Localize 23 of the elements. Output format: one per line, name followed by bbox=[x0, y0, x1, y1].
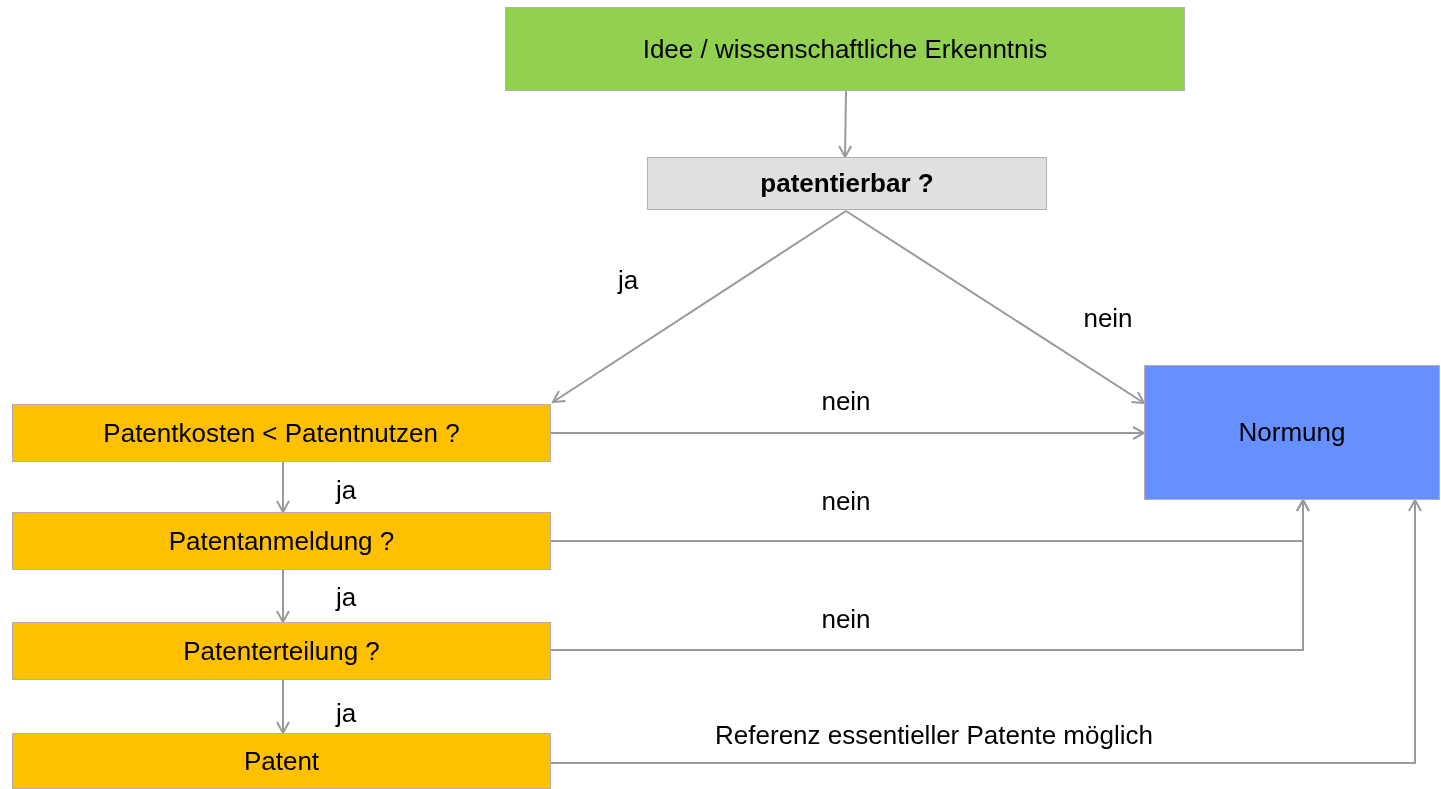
arrow bbox=[550, 499, 1422, 764]
arrow bbox=[276, 679, 290, 734]
process-box bbox=[505, 7, 1185, 91]
result-box bbox=[1144, 365, 1440, 500]
node-text: Patentkosten < Patentnutzen ? bbox=[103, 417, 460, 449]
arrow bbox=[838, 90, 853, 158]
arrow bbox=[550, 426, 1145, 440]
node-text: patentierbar ? bbox=[760, 168, 934, 199]
decision-box bbox=[12, 404, 551, 462]
node-text: Normung bbox=[1238, 417, 1346, 448]
node-text: Patenterteilung ? bbox=[183, 635, 380, 667]
node-text: Patent bbox=[243, 745, 320, 777]
arrow bbox=[845, 210, 1145, 404]
arrow bbox=[276, 569, 290, 623]
decision-box bbox=[12, 622, 551, 680]
decision-box bbox=[647, 157, 1047, 210]
node-text: Idee / wissenschaftliche Erkenntnis bbox=[642, 33, 1048, 65]
arrow bbox=[552, 210, 847, 403]
node-text: Patentanmeldung ? bbox=[168, 525, 395, 557]
arrow bbox=[276, 461, 290, 513]
arrow bbox=[550, 499, 1310, 651]
result-box bbox=[12, 733, 551, 789]
decision-box bbox=[12, 512, 551, 570]
